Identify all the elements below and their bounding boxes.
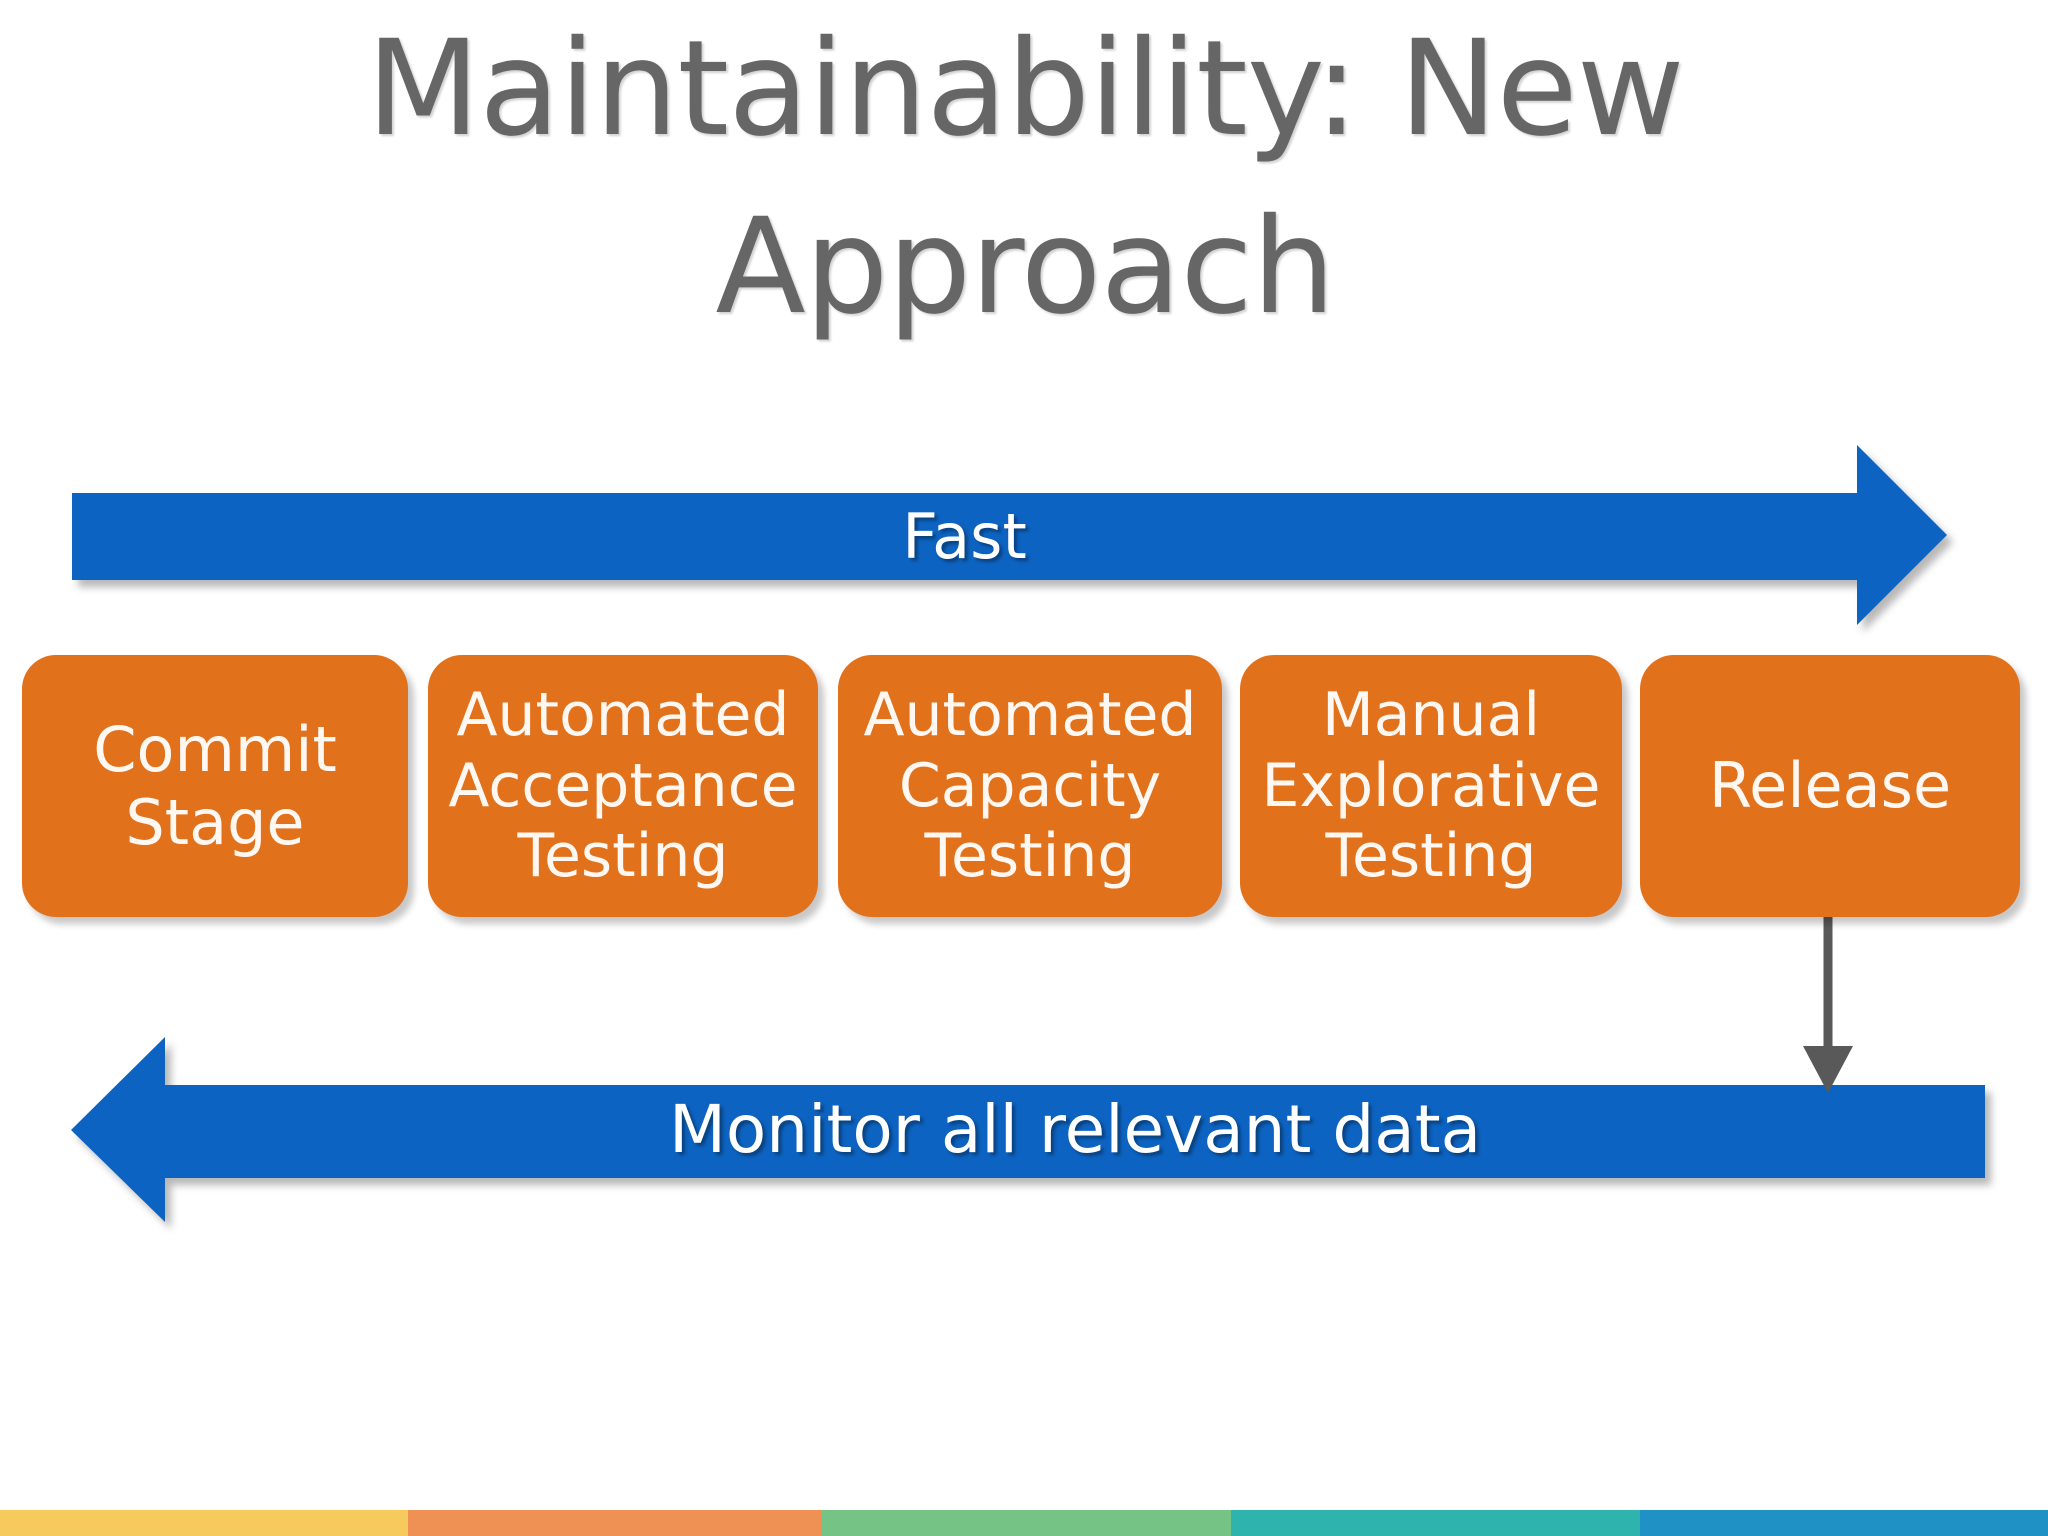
footer-strip-segment-yellow: [0, 1510, 408, 1536]
footer-strip-segment-green: [821, 1510, 1231, 1536]
footer-color-strip: [0, 1510, 2048, 1536]
release-to-monitor-connector-icon: [1803, 915, 1853, 1093]
footer-strip-segment-teal: [1230, 1510, 1641, 1536]
stage-label: Release: [1708, 749, 1952, 823]
stage-box-manual-explorative-testing[interactable]: Manual Explorative Testing: [1240, 655, 1622, 917]
stage-box-automated-acceptance-testing[interactable]: Automated Acceptance Testing: [428, 655, 818, 917]
footer-strip-segment-orange: [407, 1510, 822, 1536]
stage-box-automated-capacity-testing[interactable]: Automated Capacity Testing: [838, 655, 1222, 917]
footer-strip-segment-blue: [1640, 1510, 2048, 1536]
stage-box-release[interactable]: Release: [1640, 655, 2020, 917]
monitor-arrow-label: Monitor all relevant data: [668, 1091, 1482, 1168]
stage-label: Manual Explorative Testing: [1261, 679, 1601, 892]
stage-label: Automated Capacity Testing: [863, 679, 1197, 892]
stage-box-commit-stage[interactable]: Commit Stage: [22, 655, 408, 917]
stage-label: Commit Stage: [93, 712, 337, 859]
fast-arrow-label: Fast: [902, 500, 1027, 573]
stage-label: Automated Acceptance Testing: [448, 679, 798, 892]
page-title: Maintainability: New Approach: [366, 12, 1684, 345]
